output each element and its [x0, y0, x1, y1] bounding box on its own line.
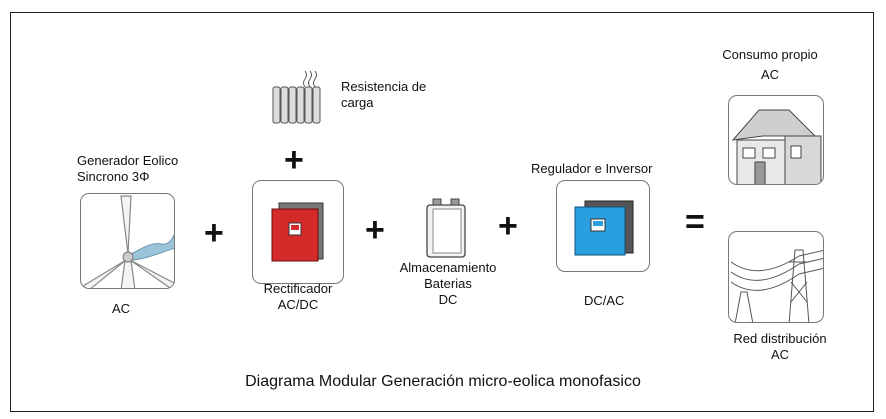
- resistance-label-line1: Resistencia de: [341, 79, 427, 94]
- power-line-icon: [730, 249, 823, 322]
- house-box: [728, 95, 824, 185]
- grid-label-line1: Red distribución: [733, 331, 827, 346]
- consumption-label: Consumo propio AC: [710, 47, 830, 83]
- radiator-box: [269, 67, 329, 125]
- consumption-label-line1: Consumo propio: [722, 47, 818, 62]
- storage-label-line1: Almacenamiento: [399, 260, 497, 275]
- regulator-label: Regulador e Inversor: [531, 161, 653, 176]
- plus-operator-1: +: [204, 214, 224, 252]
- radiator-icon: [272, 70, 321, 124]
- equals-operator: =: [685, 203, 705, 241]
- diagram-frame: Resistencia de carga + Generador Eolico …: [10, 12, 874, 412]
- storage-label-line2: Baterias: [424, 276, 472, 291]
- rectifier-box: [252, 180, 344, 284]
- plus-operator-3: +: [498, 207, 518, 245]
- battery-box: [415, 195, 477, 259]
- storage-label: Almacenamiento Baterias DC: [393, 260, 503, 308]
- generator-label-line1: Generador Eolico: [77, 153, 179, 168]
- consumption-ac-label: AC: [760, 67, 780, 82]
- plus-operator-2: +: [365, 211, 385, 249]
- rectifier-label: Rectificador AC/DC: [253, 281, 343, 313]
- generator-label-line2: Sincrono 3Φ: [77, 169, 150, 184]
- grid-label: Red distribución AC: [715, 331, 845, 363]
- plus-operator-top: +: [284, 141, 304, 179]
- resistance-label-line2: carga: [341, 95, 374, 110]
- wind-turbine-icon: [81, 195, 174, 288]
- inverter-box: [556, 180, 650, 272]
- house-icon: [731, 109, 822, 184]
- rectifier-icon: [271, 202, 324, 262]
- generator-label: Generador Eolico Sincrono 3Φ: [77, 153, 178, 185]
- rectifier-label-line2: AC/DC: [277, 297, 319, 312]
- regulator-type-label: DC/AC: [584, 293, 625, 308]
- grid-ac-label: AC: [770, 347, 790, 362]
- rectifier-label-line1: Rectificador: [263, 281, 333, 296]
- generator-ac-label: AC: [112, 301, 131, 316]
- inverter-icon: [574, 200, 634, 256]
- wind-turbine-box: [80, 193, 175, 289]
- diagram-caption: Diagrama Modular Generación micro-eolica…: [245, 373, 641, 390]
- battery-icon: [426, 198, 466, 258]
- power-line-box: [728, 231, 824, 323]
- resistance-label: Resistencia de carga: [341, 79, 426, 111]
- storage-dc-label: DC: [438, 292, 458, 307]
